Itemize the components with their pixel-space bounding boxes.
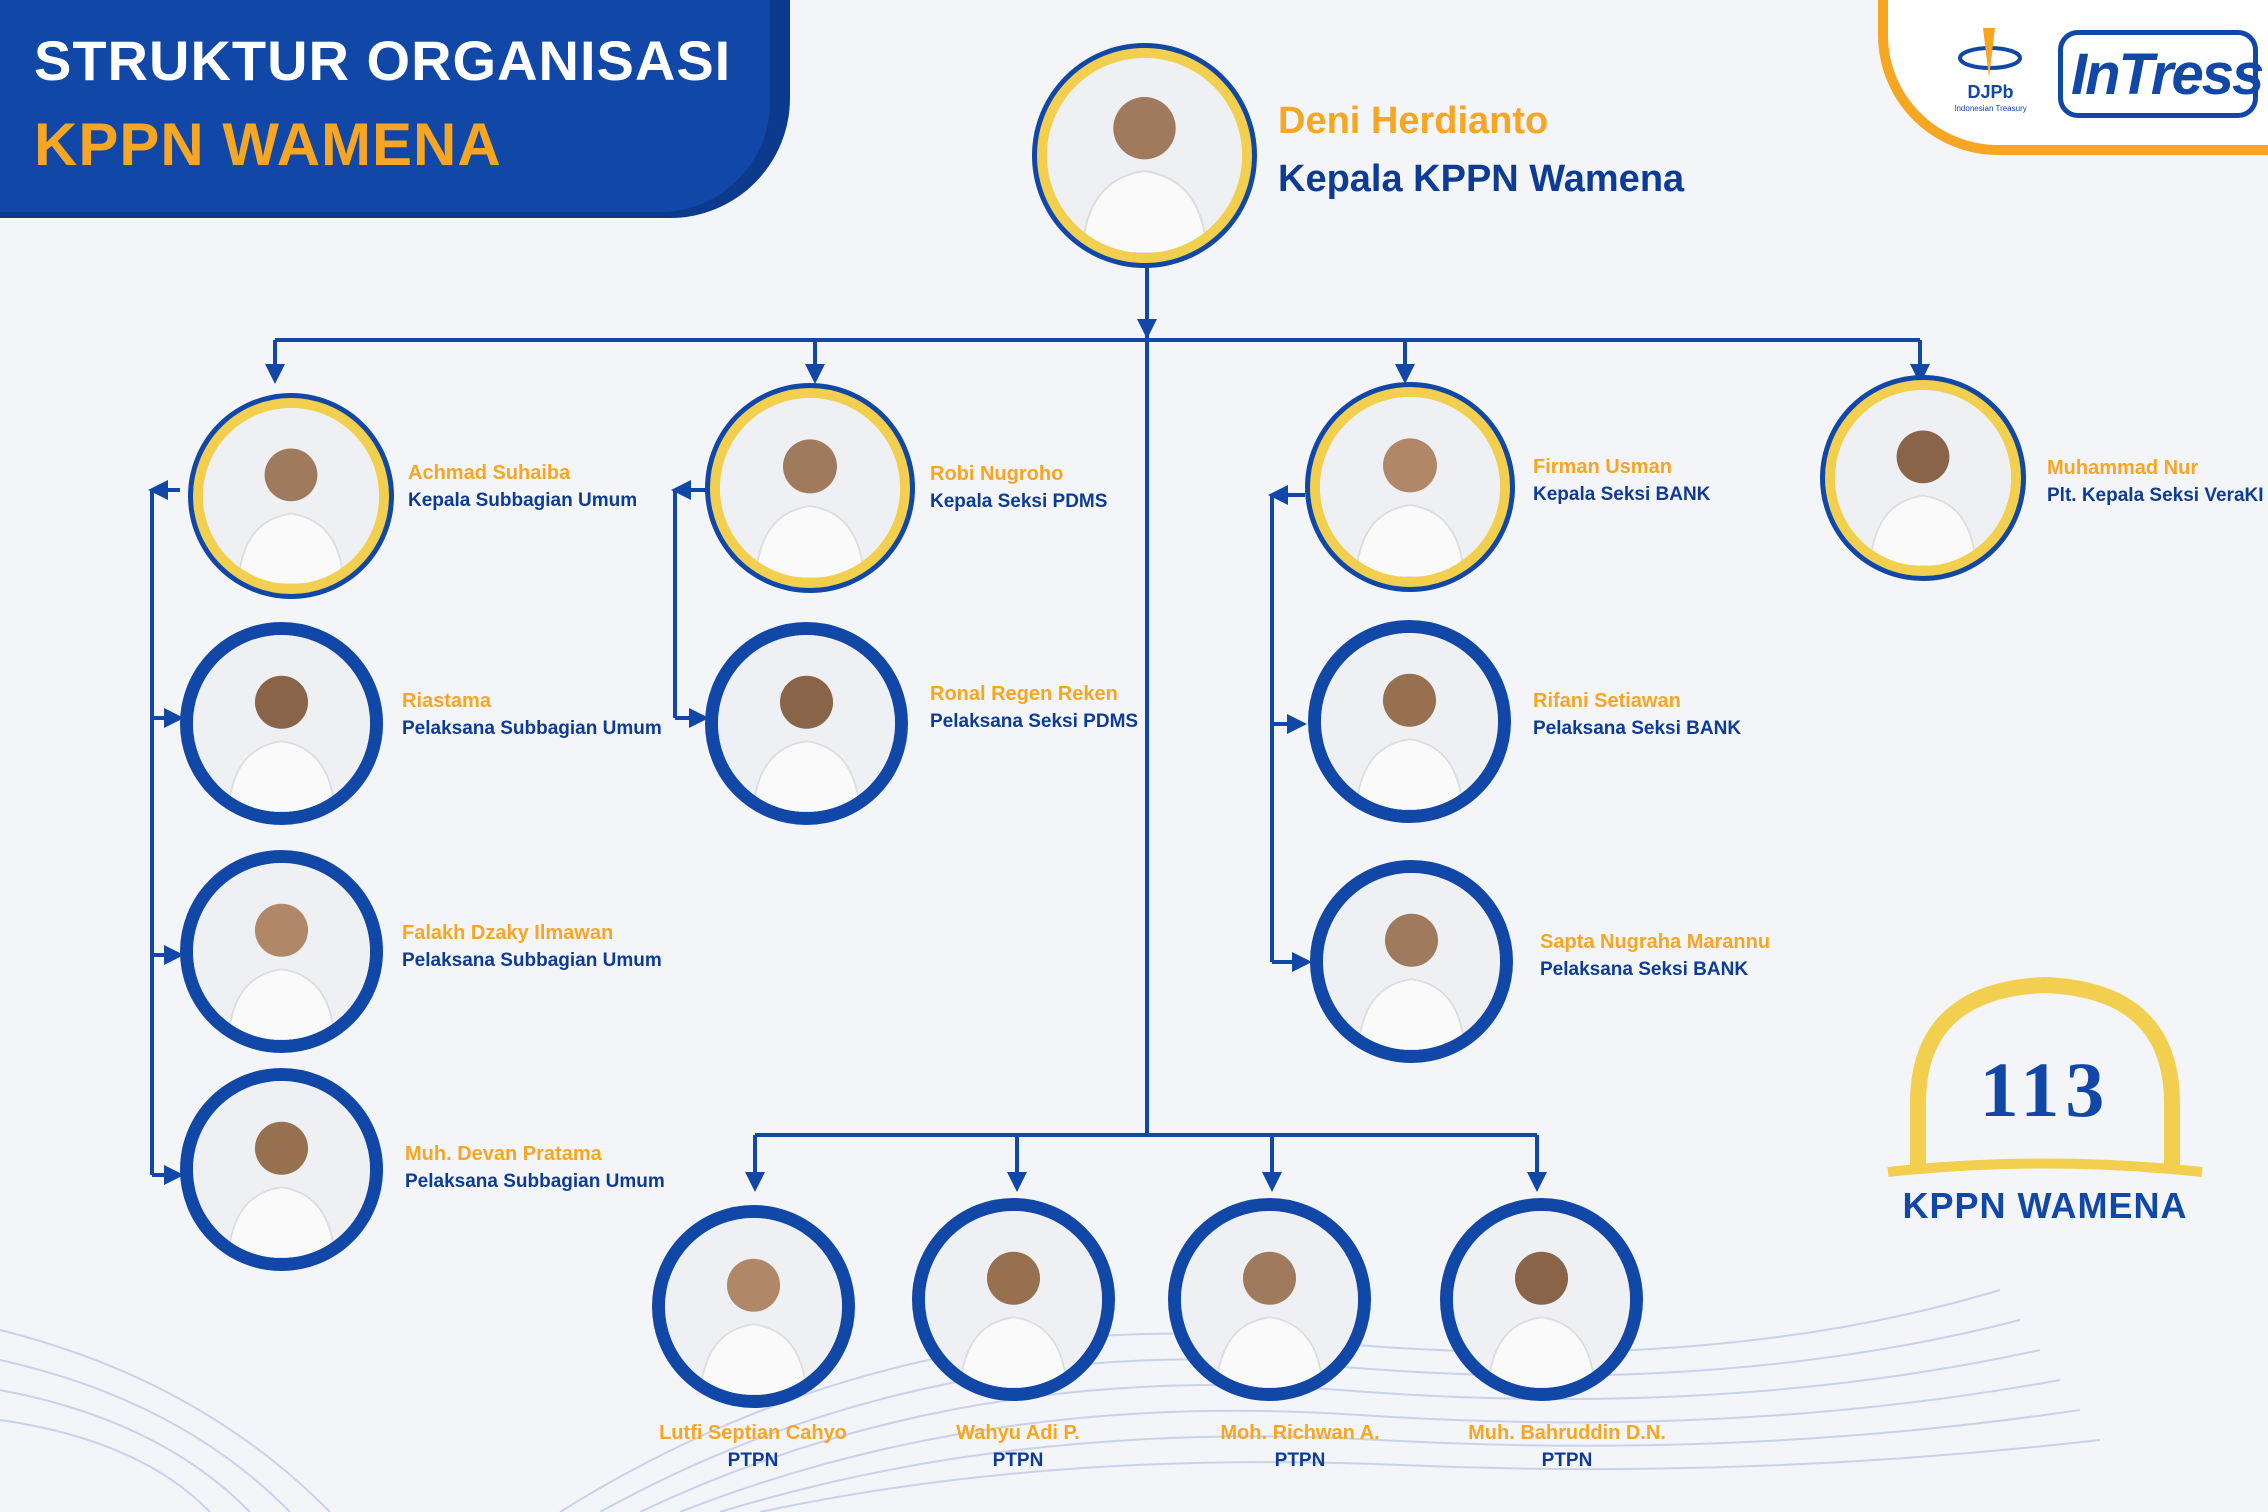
person-icon <box>1453 1211 1630 1388</box>
person-icon <box>1835 390 2011 566</box>
person-icon <box>193 1081 370 1258</box>
person-photo <box>1440 1198 1643 1401</box>
djpb-emblem-icon <box>1958 28 2022 78</box>
person-role: Pelaksana Seksi PDMS <box>930 711 1139 732</box>
person-role: Pelaksana Seksi BANK <box>1533 718 1742 739</box>
person-photo <box>912 1198 1115 1401</box>
badge-number: 113 <box>1979 1046 2111 1133</box>
person-icon <box>1323 873 1500 1050</box>
person-name: Ronal Regen Reken <box>930 683 1118 705</box>
badge-label: KPPN WAMENA <box>1902 1185 2188 1226</box>
person-role: Kepala Seksi PDMS <box>930 491 1108 512</box>
person-name: Lutfi Septian Cahyo <box>659 1422 847 1444</box>
person-photo <box>652 1205 855 1408</box>
person-photo <box>180 850 383 1053</box>
person-name: Riastama <box>402 690 491 712</box>
person-name: Firman Usman <box>1533 456 1672 478</box>
person-role: Pelaksana Subbagian Umum <box>402 718 662 739</box>
person-icon <box>193 635 370 812</box>
person-name: Sapta Nugraha Marannu <box>1540 931 1771 953</box>
djpb-logo: DJPb Indonesian Treasury <box>1943 20 2038 120</box>
head-photo <box>1037 48 1252 263</box>
person-name: Wahyu Adi P. <box>956 1422 1080 1444</box>
person-name: Robi Nugroho <box>930 463 1064 485</box>
person-role: PTPN <box>1541 1450 1593 1471</box>
person-role: Pelaksana Subbagian Umum <box>402 950 662 971</box>
person-icon <box>1320 397 1500 577</box>
person-role: Pelaksana Seksi BANK <box>1540 959 1749 980</box>
djpb-logo-text: DJPb <box>1967 82 2014 102</box>
person-name: Muhammad Nur <box>2047 457 2199 479</box>
header-title: STRUKTUR ORGANISASI <box>34 29 732 92</box>
person-photo <box>1168 1198 1371 1401</box>
person-icon <box>203 408 379 584</box>
head-role: Kepala KPPN Wamena <box>1278 158 1685 200</box>
intress-logo-text: InTress <box>2071 42 2264 107</box>
djpb-logo-subtext: Indonesian Treasury <box>1954 104 2027 113</box>
person-name: Moh. Richwan A. <box>1220 1422 1380 1444</box>
header-banner: STRUKTUR ORGANISASI KPPN WAMENA <box>0 0 770 212</box>
person-role: PTPN <box>992 1450 1044 1471</box>
person-icon <box>718 635 895 812</box>
person-photo <box>705 622 908 825</box>
person-photo <box>180 1068 383 1271</box>
header-subtitle: KPPN WAMENA <box>34 111 502 178</box>
person-name: Muh. Devan Pratama <box>405 1143 602 1165</box>
person-icon <box>1321 633 1498 810</box>
person-role: PTPN <box>727 1450 779 1471</box>
person-icon <box>1047 58 1242 253</box>
person-photo <box>1310 860 1513 1063</box>
person-name: Achmad Suhaiba <box>408 462 571 484</box>
person-role: PTPN <box>1274 1450 1326 1471</box>
person-role: Pelaksana Subbagian Umum <box>405 1171 665 1192</box>
person-icon <box>665 1218 842 1395</box>
person-icon <box>193 863 370 1040</box>
person-name: Falakh Dzaky Ilmawan <box>402 922 614 944</box>
person-photo <box>710 388 910 588</box>
person-icon <box>925 1211 1102 1388</box>
person-role: Plt. Kepala Seksi VeraKI <box>2047 485 2264 506</box>
kppn-113-badge: 113 KPPN WAMENA <box>1880 960 2210 1230</box>
person-role: Kepala Subbagian Umum <box>408 490 638 511</box>
person-photo <box>180 622 383 825</box>
person-name: Muh. Bahruddin D.N. <box>1468 1422 1666 1444</box>
person-photo <box>1308 620 1511 823</box>
person-photo <box>193 398 389 594</box>
person-photo <box>1310 387 1510 587</box>
logo-panel: DJPb Indonesian Treasury InTress <box>1878 0 2268 155</box>
person-icon <box>720 398 900 578</box>
person-icon <box>1181 1211 1358 1388</box>
person-photo <box>1825 380 2021 576</box>
person-role: Kepala Seksi BANK <box>1533 484 1711 505</box>
person-name: Rifani Setiawan <box>1533 690 1681 712</box>
head-name: Deni Herdianto <box>1278 100 1549 142</box>
badge-arch-icon <box>1887 976 2203 1177</box>
intress-logo: InTress <box>2058 30 2264 118</box>
